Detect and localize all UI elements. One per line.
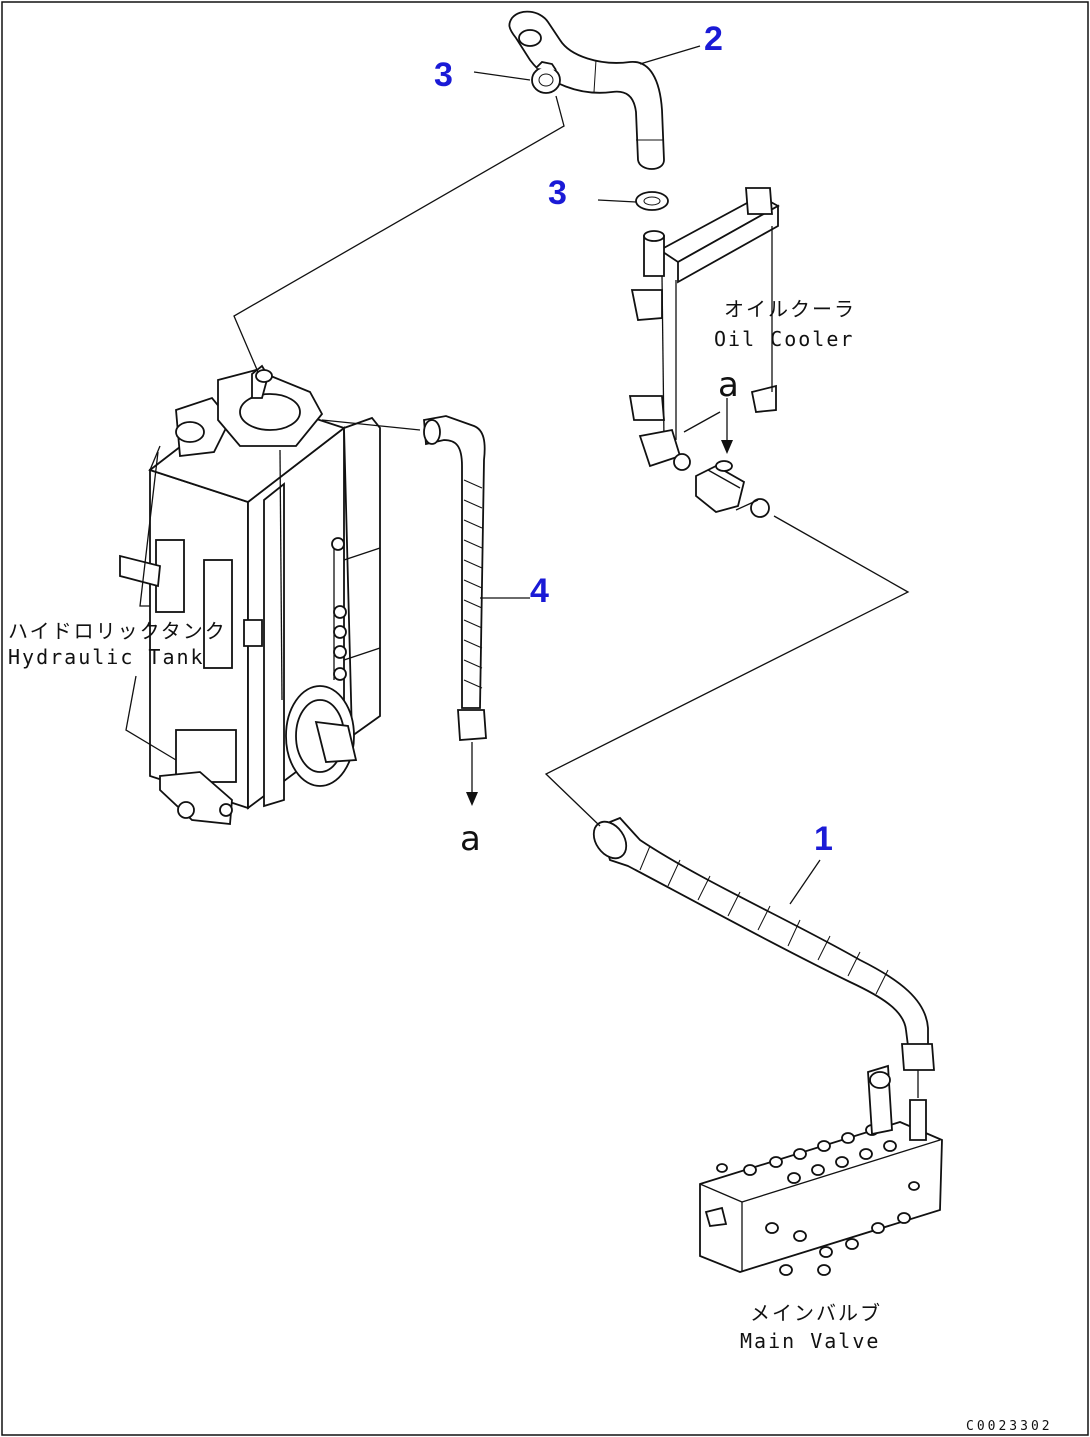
main-valve-label-jp: メインバルブ (750, 1301, 882, 1325)
callout-3-upper: 3 (434, 56, 453, 94)
clamp-3-upper (531, 61, 561, 94)
clamp-3-lower (635, 191, 669, 211)
ref-a-top-arrow (721, 398, 733, 454)
main-valve-label-en: Main Valve (740, 1329, 880, 1353)
drawing-code: C0023302 (966, 1419, 1053, 1434)
callout-1: 1 (814, 820, 833, 858)
callout-3-lower: 3 (548, 174, 567, 212)
hose-4 (423, 415, 487, 806)
reference-a-top: a (718, 365, 739, 405)
leader-lines (125, 45, 910, 905)
fitting-elbow (695, 460, 770, 518)
hydraulic-tank-label-jp: ハイドロリックタンク (8, 619, 227, 643)
callout-4: 4 (530, 572, 549, 610)
main-valve (699, 1064, 943, 1276)
hose-2 (508, 10, 665, 170)
hydraulic-tank (119, 364, 381, 825)
callout-2: 2 (704, 20, 723, 58)
hose-1 (592, 816, 935, 1098)
oil-cooler (628, 187, 780, 471)
hydraulic-tank-label-en: Hydraulic Tank (8, 645, 205, 669)
oil-cooler-label-en: Oil Cooler (714, 327, 854, 351)
oil-cooler-label-jp: オイルクーラ (724, 297, 856, 321)
reference-a-bottom: a (460, 819, 481, 859)
